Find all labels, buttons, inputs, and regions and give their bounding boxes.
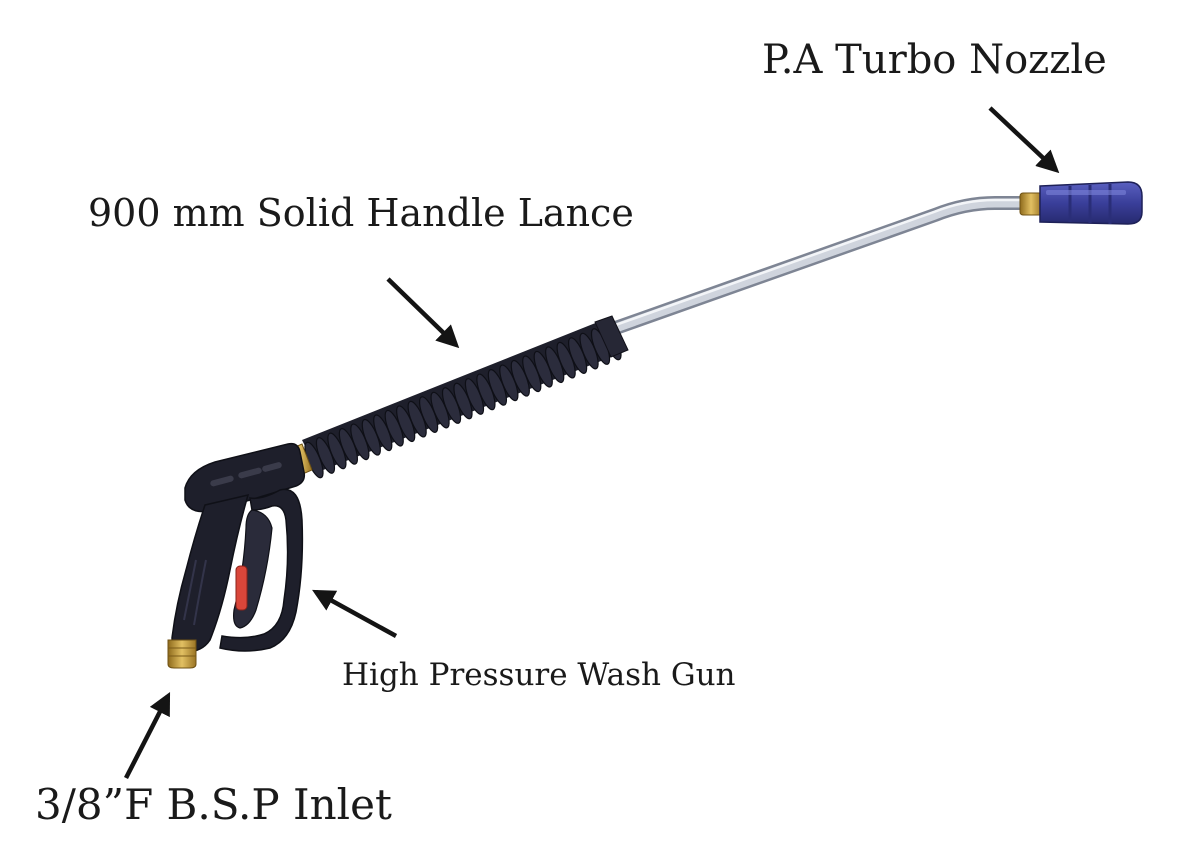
nozzle-fitting	[1019, 192, 1043, 216]
lance-tube	[603, 196, 1032, 337]
ribbed-lance-handle	[302, 315, 629, 479]
nozzle-arrow	[988, 106, 1060, 174]
lance-label: 900 mm Solid Handle Lance	[88, 191, 634, 235]
turbo-nozzle-label: P.A Turbo Nozzle	[762, 37, 1107, 83]
gun-body	[171, 442, 306, 653]
wash-gun-label: High Pressure Wash Gun	[342, 657, 736, 693]
inlet-arrow	[123, 691, 171, 780]
turbo-nozzle	[1039, 181, 1143, 225]
lance-arrow	[386, 277, 460, 349]
handle-ribs	[304, 323, 622, 479]
gun-arrow	[312, 589, 398, 638]
inlet-label: 3/8”F B.S.P Inlet	[35, 780, 392, 829]
inlet-fitting	[167, 639, 197, 669]
